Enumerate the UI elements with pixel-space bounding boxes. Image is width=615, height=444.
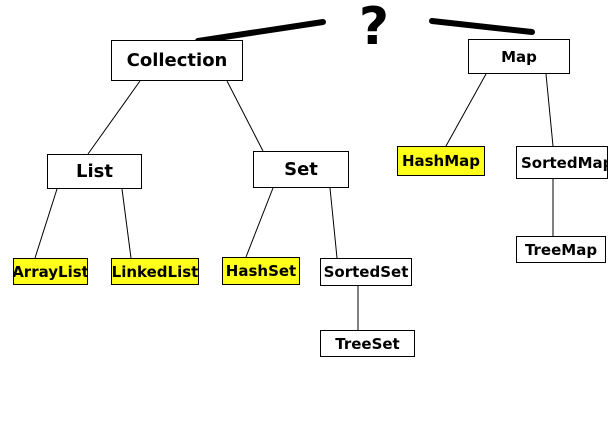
edge-list-linkedlist <box>121 188 132 259</box>
node-list-label: List <box>76 161 113 182</box>
edge-set-sortedset <box>329 187 338 259</box>
node-set: Set <box>253 151 349 188</box>
node-list: List <box>47 154 142 189</box>
node-sortedset-label: SortedSet <box>323 263 409 281</box>
node-arraylist-label: ArrayList <box>13 262 88 281</box>
node-set-label: Set <box>284 159 318 180</box>
node-treeset: TreeSet <box>320 330 415 357</box>
edge-set-hashset <box>245 187 274 258</box>
node-map: Map <box>468 39 570 74</box>
node-hashset-label: HashSet <box>225 262 297 280</box>
node-linkedlist: LinkedList <box>111 258 199 285</box>
edge-map-sortedmap <box>545 73 554 147</box>
edge-collection-set <box>226 80 264 152</box>
node-collection: Collection <box>111 40 243 81</box>
node-hashmap-label: HashMap <box>401 152 481 170</box>
node-map-label: Map <box>501 47 537 66</box>
node-hashset: HashSet <box>222 257 300 285</box>
edge-list-arraylist <box>34 188 58 259</box>
node-sortedmap-label: SortedMap <box>521 153 608 172</box>
node-treemap-label: TreeMap <box>524 240 598 259</box>
scribble-line-left <box>195 19 326 44</box>
node-treeset-label: TreeSet <box>335 334 400 353</box>
node-treemap: TreeMap <box>516 236 606 263</box>
node-hashmap: HashMap <box>397 146 485 176</box>
node-arraylist: ArrayList <box>13 258 88 285</box>
edge-collection-list <box>87 80 141 155</box>
scribble-line-right <box>429 18 535 35</box>
node-sortedset: SortedSet <box>320 258 412 286</box>
node-linkedlist-label: LinkedList <box>111 262 199 281</box>
node-collection-label: Collection <box>126 50 228 71</box>
node-sortedmap: SortedMap <box>516 146 608 179</box>
edge-map-hashmap <box>445 73 487 147</box>
question-mark: ? <box>358 0 390 57</box>
